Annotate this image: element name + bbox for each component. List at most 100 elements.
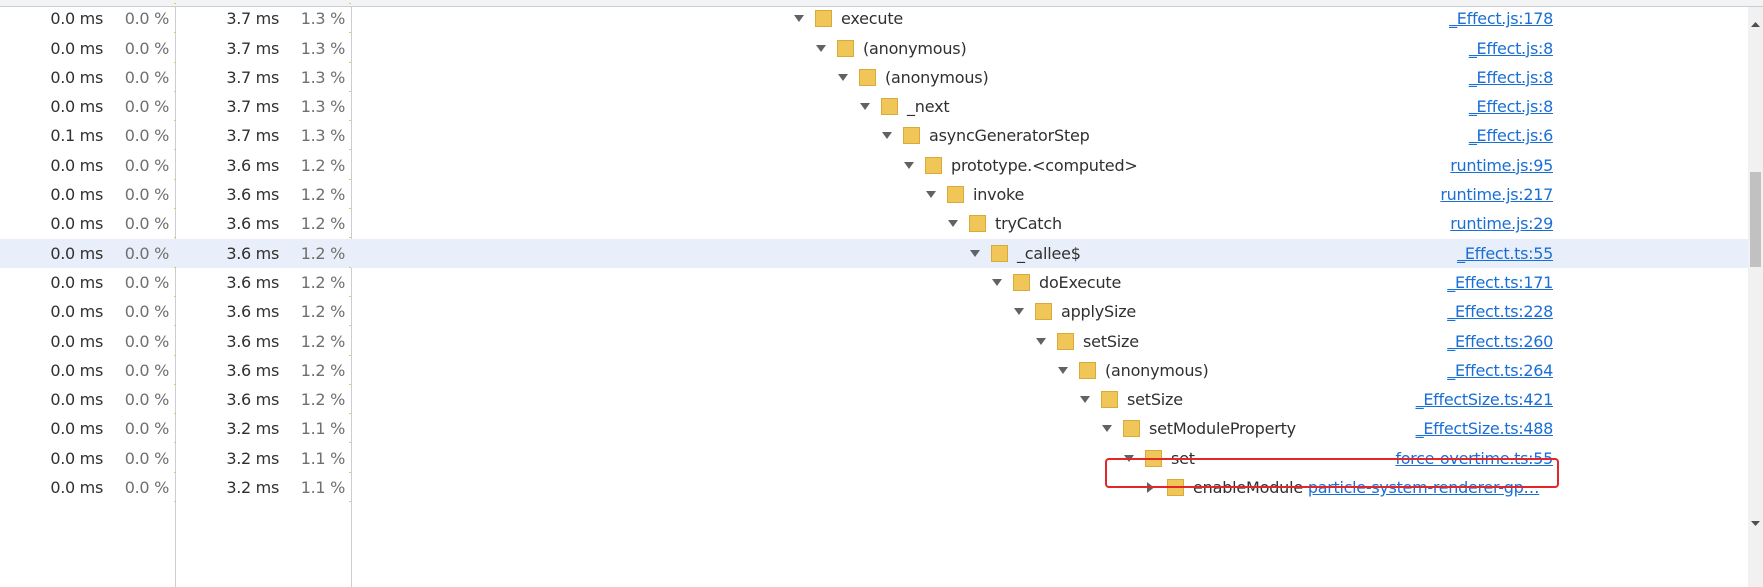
expand-triangle-down-icon[interactable] xyxy=(1035,327,1047,356)
expand-triangle-down-icon[interactable] xyxy=(815,34,827,63)
scroll-down-arrow-icon[interactable] xyxy=(1750,513,1761,526)
expand-triangle-down-icon[interactable] xyxy=(837,63,849,92)
function-name-text: asyncGeneratorStep xyxy=(929,126,1090,146)
function-category-icon xyxy=(947,186,964,204)
expand-triangle-down-icon[interactable] xyxy=(1057,356,1069,385)
total-percent: 1.3 % xyxy=(300,9,346,29)
source-link[interactable]: runtime.js:217 xyxy=(1440,185,1553,205)
source-link[interactable]: particle-system-renderer-gp… xyxy=(1307,478,1540,498)
expand-triangle-down-icon[interactable] xyxy=(793,4,805,33)
source-link[interactable]: _Effect.ts:228 xyxy=(1447,302,1553,322)
total-time: 3.6 ms xyxy=(226,272,279,292)
source-link[interactable]: _Effect.js:8 xyxy=(1468,38,1553,58)
source-link[interactable]: _Effect.ts:260 xyxy=(1447,331,1553,351)
source-link[interactable]: _Effect.js:178 xyxy=(1449,9,1553,29)
expand-triangle-down-icon[interactable] xyxy=(1123,444,1135,473)
column-divider-total[interactable] xyxy=(351,7,352,587)
self-percent: 0.0 % xyxy=(124,126,170,146)
source-link[interactable]: runtime.js:29 xyxy=(1450,214,1553,234)
function-category-icon xyxy=(859,68,876,86)
total-percent: 1.2 % xyxy=(300,185,346,205)
total-time: 3.6 ms xyxy=(226,155,279,175)
total-percent: 1.2 % xyxy=(300,331,346,351)
table-row[interactable]: 0.0 ms0.0 %4.0 ms1.3 %setParentnode.ts:4… xyxy=(0,0,1748,4)
scrollbar-thumb[interactable] xyxy=(1750,172,1761,267)
expand-triangle-down-icon[interactable] xyxy=(947,209,959,238)
self-percent: 0.0 % xyxy=(124,155,170,175)
source-link[interactable]: _Effect.ts:55 xyxy=(1457,243,1553,263)
total-time-bar xyxy=(349,354,351,356)
self-percent: 0.0 % xyxy=(124,38,170,58)
total-time: 3.6 ms xyxy=(226,243,279,263)
expand-triangle-down-icon[interactable] xyxy=(881,121,893,150)
function-category-icon xyxy=(991,244,1008,262)
expand-triangle-down-icon[interactable] xyxy=(969,239,981,268)
function-name-text: applySize xyxy=(1061,302,1137,322)
vertical-scrollbar[interactable] xyxy=(1748,7,1763,587)
expand-triangle-down-icon[interactable] xyxy=(859,92,871,121)
source-link[interactable]: _Effect.js:6 xyxy=(1468,126,1553,146)
function-name: tryCatch xyxy=(995,209,1062,238)
source-link[interactable]: runtime.js:95 xyxy=(1450,155,1553,175)
total-percent: 1.3 % xyxy=(300,97,346,117)
self-time: 0.0 ms xyxy=(50,448,103,468)
total-time-bar xyxy=(349,237,351,239)
source-link[interactable]: _Effect.js:8 xyxy=(1468,67,1553,87)
total-time: 3.7 ms xyxy=(226,97,279,117)
function-name: set xyxy=(1171,444,1195,473)
function-name-text: tryCatch xyxy=(995,214,1062,234)
expand-triangle-down-icon[interactable] xyxy=(1101,414,1113,443)
function-category-icon xyxy=(1145,449,1162,467)
source-link[interactable]: _Effect.ts:171 xyxy=(1447,272,1553,292)
source-link[interactable]: force-overtime.ts:55 xyxy=(1395,448,1553,468)
self-time: 0.1 ms xyxy=(50,126,103,146)
self-time: 0.0 ms xyxy=(50,360,103,380)
self-time-bar xyxy=(174,3,176,4)
expand-triangle-down-icon[interactable] xyxy=(1013,297,1025,326)
self-percent: 0.0 % xyxy=(124,9,170,29)
function-name-text: execute xyxy=(841,9,904,29)
self-percent: 0.0 % xyxy=(124,302,170,322)
source-link[interactable]: _EffectSize.ts:421 xyxy=(1415,390,1554,410)
total-percent: 1.2 % xyxy=(300,360,346,380)
expand-triangle-down-icon[interactable] xyxy=(903,151,915,180)
total-percent: 1.2 % xyxy=(300,155,346,175)
total-time: 3.6 ms xyxy=(226,390,279,410)
expand-triangle-down-icon[interactable] xyxy=(991,268,1003,297)
total-time-bar xyxy=(349,61,351,63)
scroll-up-arrow-icon[interactable] xyxy=(1750,15,1761,27)
function-name: _next xyxy=(907,92,950,121)
source-link[interactable]: _Effect.ts:264 xyxy=(1447,360,1553,380)
total-time-bar xyxy=(349,90,351,92)
column-divider-self[interactable] xyxy=(175,7,176,587)
total-time-bar xyxy=(349,32,351,34)
source-link[interactable]: _EffectSize.ts:488 xyxy=(1415,419,1554,439)
function-name-text: (anonymous) xyxy=(863,38,967,58)
total-time-bar xyxy=(349,149,351,151)
self-time: 0.0 ms xyxy=(50,331,103,351)
function-name: invoke xyxy=(973,180,1024,209)
expand-triangle-down-icon[interactable] xyxy=(925,180,937,209)
function-name: applySize xyxy=(1061,297,1136,326)
total-time: 3.6 ms xyxy=(226,360,279,380)
expand-triangle-right-icon[interactable] xyxy=(1145,473,1157,502)
expand-triangle-down-icon[interactable] xyxy=(1079,385,1091,414)
source-link[interactable]: _Effect.js:8 xyxy=(1468,97,1553,117)
